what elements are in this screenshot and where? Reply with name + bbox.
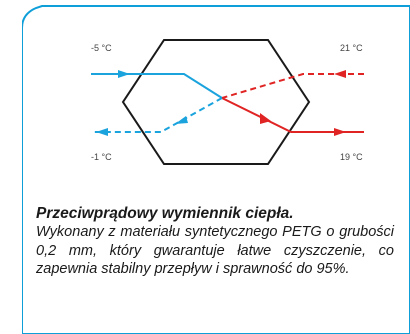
warm-inflow-arrow-icon	[334, 70, 346, 78]
cold-mid-arrow-icon	[175, 116, 188, 124]
temp-bottom-right: 19 °C	[340, 152, 363, 162]
card-frame	[22, 5, 410, 334]
heat-exchanger-hexagon	[121, 39, 311, 165]
warm-inflow-line	[221, 73, 364, 99]
caption-title: Przeciwprądowy wymiennik ciepła.	[36, 205, 294, 222]
temp-top-left: -5 °C	[91, 43, 112, 53]
temp-top-right: 21 °C	[340, 43, 363, 53]
caption-body: Wykonany z materiału syntetycznego PETG …	[36, 224, 394, 277]
heat-exchanger-card: -5 °C 21 °C -1 °C 19 °C Przeciwprądowy w…	[22, 0, 410, 334]
cold-inflow-line	[91, 73, 223, 99]
cold-outflow-line	[91, 97, 223, 133]
warm-mid-arrow-icon	[260, 113, 271, 124]
cold-inflow-arrow-icon	[118, 70, 130, 78]
caption: Przeciwprądowy wymiennik ciepła. Wykonan…	[36, 204, 394, 279]
warm-outflow-arrow-icon	[334, 128, 346, 136]
cold-outflow-arrow-icon	[96, 128, 108, 136]
card-border	[22, 5, 410, 334]
temp-bottom-left: -1 °C	[91, 152, 112, 162]
